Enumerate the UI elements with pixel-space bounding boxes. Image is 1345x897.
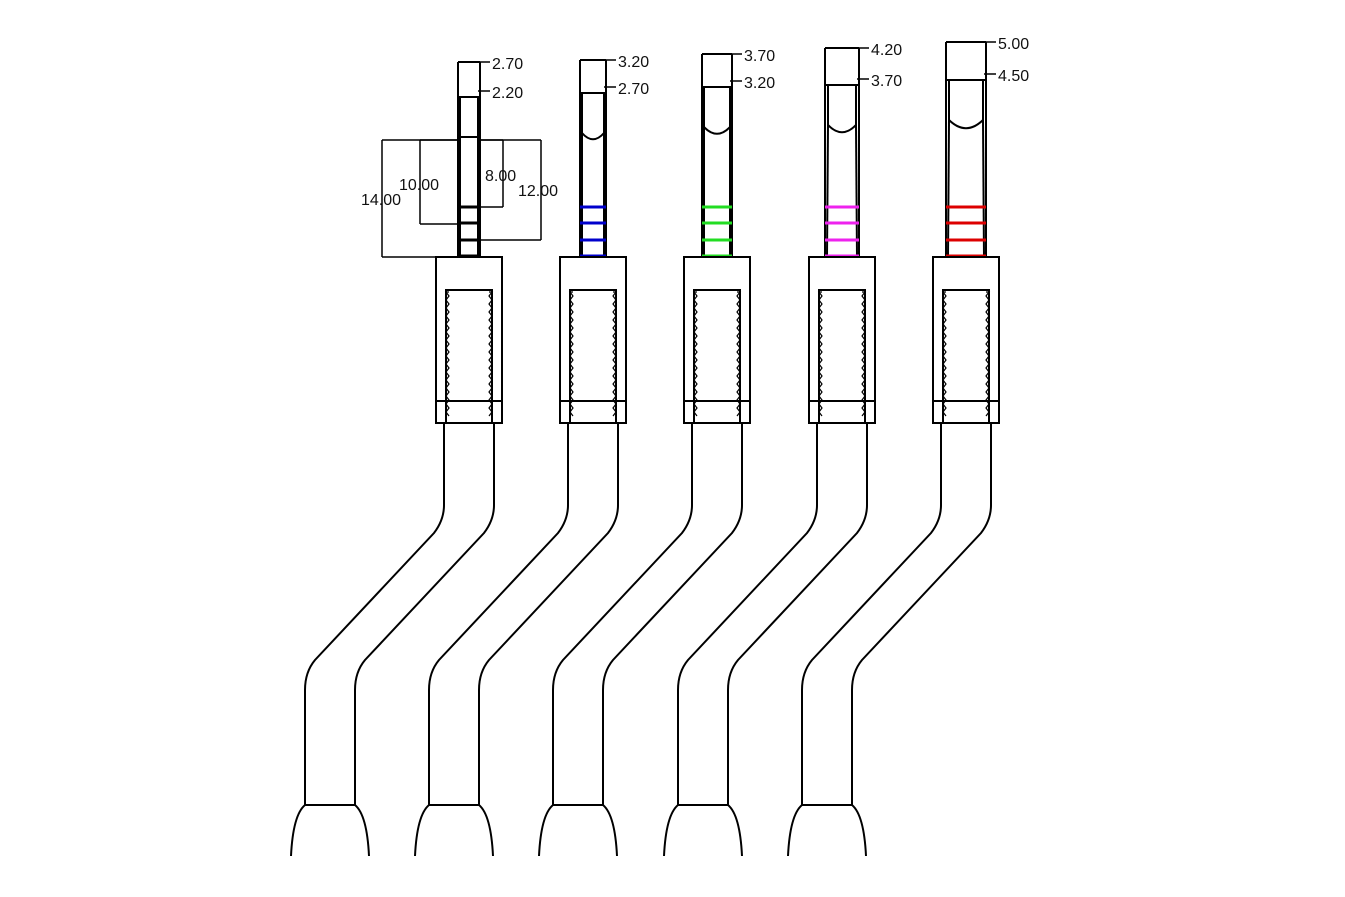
- pilot-diameter-label: 2.70: [618, 81, 649, 98]
- handle-left-flare: [538, 804, 554, 857]
- tip-diameter-label: 4.20: [871, 42, 902, 59]
- thread-left: [568, 291, 574, 417]
- depth-label-10: 10.00: [399, 177, 439, 194]
- depth-label-14: 14.00: [361, 192, 401, 209]
- drill-flute-profile: [703, 87, 731, 135]
- diameter-callouts: 5.00 4.50: [984, 36, 1029, 85]
- drill-taper-right: [855, 124, 858, 258]
- handle-left-flare: [663, 804, 679, 857]
- drill-instrument: 3.20 2.70: [414, 54, 649, 857]
- shank-left-edge: [304, 423, 445, 805]
- drill-flute-profile: [827, 85, 857, 134]
- thread-left: [692, 291, 698, 417]
- shank-right-edge: [478, 423, 619, 805]
- pilot-diameter-label: 2.20: [492, 85, 523, 102]
- handle-right-flare: [727, 804, 743, 857]
- drill-flute-profile: [459, 97, 479, 138]
- diameter-callouts: 2.70 2.20: [478, 56, 523, 102]
- drill-flute-profile: [581, 93, 605, 141]
- collet-threaded-bore: [818, 289, 866, 424]
- tip-diameter-label: 5.00: [998, 36, 1029, 53]
- depth-label-12: 12.00: [518, 183, 558, 200]
- handle-right-flare: [851, 804, 867, 857]
- drill-instrument: 4.20 3.70: [663, 42, 902, 857]
- handle-left-flare: [787, 804, 803, 857]
- shank-left-edge: [428, 423, 569, 805]
- shank-right-edge: [851, 423, 992, 805]
- drill-taper-left: [826, 124, 829, 258]
- shank-right-edge: [602, 423, 743, 805]
- shank-right-edge: [354, 423, 495, 805]
- diameter-callouts: 3.20 2.70: [604, 54, 649, 98]
- shank-left-edge: [677, 423, 818, 805]
- thread-right: [612, 291, 618, 417]
- diameter-callouts: 3.70 3.20: [730, 48, 775, 92]
- tip-diameter-label: 3.70: [744, 48, 775, 65]
- thread-left: [817, 291, 823, 417]
- handle-right-flare: [602, 804, 618, 857]
- shank-left-edge: [801, 423, 942, 805]
- thread-right: [488, 291, 494, 417]
- shank-right-edge: [727, 423, 868, 805]
- collet-threaded-bore: [693, 289, 741, 424]
- depth-dimensions: 8.00 10.00 12.00 14.00: [361, 139, 558, 258]
- pilot-diameter-label: 3.20: [744, 75, 775, 92]
- thread-left: [444, 291, 450, 417]
- collet-threaded-bore: [942, 289, 990, 424]
- collet-threaded-bore: [569, 289, 617, 424]
- pilot-diameter-label: 4.50: [998, 68, 1029, 85]
- drill-taper-right: [982, 119, 985, 258]
- handle-left-flare: [290, 804, 306, 857]
- tip-diameter-label: 3.20: [618, 54, 649, 71]
- handle-right-flare: [354, 804, 370, 857]
- depth-label-8: 8.00: [485, 168, 516, 185]
- shank-left-edge: [552, 423, 693, 805]
- drill-flute-profile: [948, 80, 984, 130]
- drill-instrument: 2.70 2.20 8.00 10.00 12.00 14.00: [290, 56, 558, 857]
- thread-left: [941, 291, 947, 417]
- diameter-callouts: 4.20 3.70: [857, 42, 902, 90]
- pilot-diameter-label: 3.70: [871, 73, 902, 90]
- thread-right: [736, 291, 742, 417]
- drill-instrument: 3.70 3.20: [538, 48, 775, 857]
- drill-instrument: 5.00 4.50: [787, 36, 1029, 857]
- drill-taper-left: [947, 119, 950, 258]
- handle-right-flare: [478, 804, 494, 857]
- handle-left-flare: [414, 804, 430, 857]
- collet-threaded-bore: [445, 289, 493, 424]
- thread-right: [985, 291, 991, 417]
- thread-right: [861, 291, 867, 417]
- tip-diameter-label: 2.70: [492, 56, 523, 73]
